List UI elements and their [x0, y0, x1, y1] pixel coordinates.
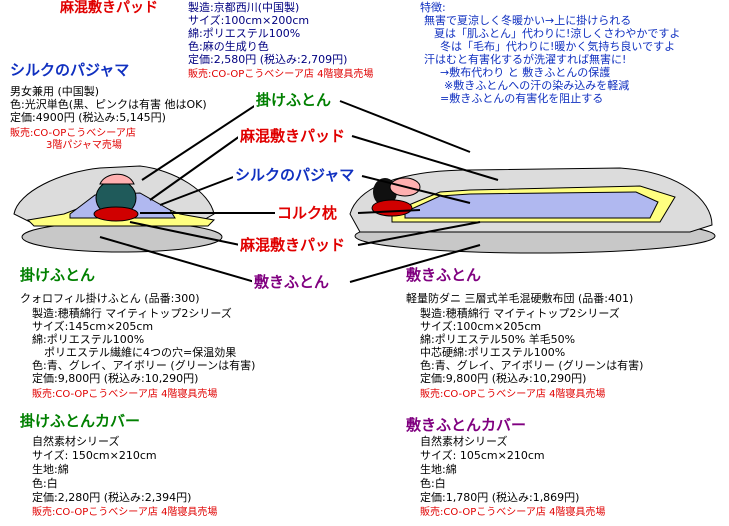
label-pillow: コルク枕	[275, 204, 340, 222]
label-pad-lower: 麻混敷きパッド	[238, 236, 348, 254]
feature-line-6: =敷きふとんの有害化を阻止する	[440, 92, 604, 105]
label-kakefuton: 掛けふとん	[254, 91, 334, 109]
shiki-title: 敷きふとん	[406, 266, 482, 284]
kake-line-3: ポリエステル繊維に4つの穴=保温効果	[44, 346, 237, 359]
label-pad: 麻混敷きパッド	[238, 127, 348, 145]
kake-cover-line-0: 自然素材シリーズ	[32, 435, 120, 448]
pajama-line-0: 男女兼用 (中国製)	[10, 85, 100, 98]
shiki-cover-title: 敷きふとんカバー	[406, 416, 527, 434]
kake-cover-seller: 販売:CO-OPこうべシーア店 4階寝具売場	[32, 507, 218, 518]
pajama-seller-1: 販売:CO-OPこうべシーア店	[10, 128, 136, 139]
top-pad-line-0: 製造:京都西川(中国製)	[188, 1, 300, 14]
right-pillow	[371, 199, 413, 217]
shiki-cover-line-1: サイズ: 105cm×210cm	[420, 449, 545, 462]
kake-cover-line-1: サイズ: 150cm×210cm	[32, 449, 157, 462]
shiki-line-3: 中芯硬綿:ポリエステル100%	[420, 346, 566, 359]
kake-line-1: サイズ:145cm×205cm	[32, 320, 154, 333]
right-pajama	[404, 191, 659, 219]
kake-line-0: 製造:穂積綿行 マイティトップ2シリーズ	[32, 307, 232, 320]
label-shikifuton: 敷きふとん	[252, 273, 332, 291]
left-hair-pink	[99, 173, 135, 185]
kake-cover-line-2: 生地:綿	[32, 463, 69, 476]
pajama-line-1: 色:光沢単色(黒、ピンクは有害 他はOK)	[10, 98, 207, 111]
top-pad-line-1: サイズ:100cm×200cm	[188, 14, 310, 27]
features-title: 特徴:	[420, 1, 446, 14]
kake-title: 掛けふとん	[20, 266, 96, 284]
shiki-cover-seller: 販売:CO-OPこうべシーア店 4階寝具売場	[420, 507, 606, 518]
shiki-line-5: 定価:9,800円 (税込み:10,290円)	[420, 372, 587, 385]
shiki-line-4: 色:青、グレイ、アイボリー (グリーンは有害)	[420, 359, 644, 372]
feature-line-2: 冬は「毛布」代わりに!暖かく気持ち良いですよ	[440, 40, 676, 53]
kake-cover-line-4: 定価:2,280円 (税込み:2,394円)	[32, 491, 192, 504]
kake-line1: クォロフィル掛けふとん (品番:300)	[20, 292, 200, 305]
pajama-line-2: 定価:4900円 (税込み:5,145円)	[10, 111, 166, 124]
feature-line-5: ※敷きふとんへの汗の染み込みを軽減	[444, 79, 630, 92]
top-pad-line-3: 色:麻の生成り色	[188, 40, 269, 53]
top-pad-line-2: 綿:ポリエステル100%	[188, 27, 301, 40]
shiki-seller: 販売:CO-OPこうべシーア店 4階寝具売場	[420, 389, 606, 400]
feature-line-0: 無害で夏涼しく冬暖かい→上に掛けられる	[424, 14, 632, 27]
kake-line-2: 綿:ポリエステル100%	[32, 333, 145, 346]
shiki-line-0: 製造:穂積綿行 マイティトップ2シリーズ	[420, 307, 620, 320]
pajama-seller-2: 3階パジャマ売場	[46, 140, 122, 151]
feature-line-1: 夏は「肌ふとん」代わりに!涼しくさわやかですよ	[434, 27, 681, 40]
shiki-cover-line-3: 色:白	[420, 477, 446, 490]
kake-seller: 販売:CO-OPこうべシーア店 4階寝具売場	[32, 389, 218, 400]
feature-line-3: 汗はむと有害化するが洗濯すれば無害に!	[424, 53, 627, 66]
kake-line-4: 色:青、グレイ、アイボリー (グリーンは有害)	[32, 359, 256, 372]
top-pad-price: 定価:2,580円 (税込み:2,709円)	[188, 53, 348, 66]
pajama-title: シルクのパジャマ	[10, 61, 130, 79]
top-pad-title: 麻混敷きパッド	[60, 0, 158, 16]
shiki-cover-line-0: 自然素材シリーズ	[420, 435, 508, 448]
shiki-cover-line-4: 定価:1,780円 (税込み:1,869円)	[420, 491, 580, 504]
top-pad-seller: 販売:CO-OPこうべシーア店 4階寝具売場	[188, 69, 374, 80]
shiki-line-2: 綿:ポリエステル50% 羊毛50%	[420, 333, 576, 346]
feature-line-4: →敷布代わり と 敷きふとんの保護	[440, 66, 611, 79]
kake-cover-title: 掛けふとんカバー	[20, 412, 141, 430]
kake-line-5: 定価:9,800円 (税込み:10,290円)	[32, 372, 199, 385]
shiki-cover-line-2: 生地:綿	[420, 463, 457, 476]
left-bed-figure	[13, 165, 223, 253]
left-pillow	[93, 206, 139, 222]
shiki-line1: 軽量防ダニ 三層式羊毛混硬敷布団 (品番:401)	[406, 292, 634, 305]
shiki-line-1: サイズ:100cm×205cm	[420, 320, 542, 333]
kake-cover-line-3: 色:白	[32, 477, 58, 490]
leader-lines	[99, 100, 499, 283]
label-pajama: シルクのパジャマ	[233, 166, 357, 184]
right-bed-figure	[349, 167, 716, 254]
